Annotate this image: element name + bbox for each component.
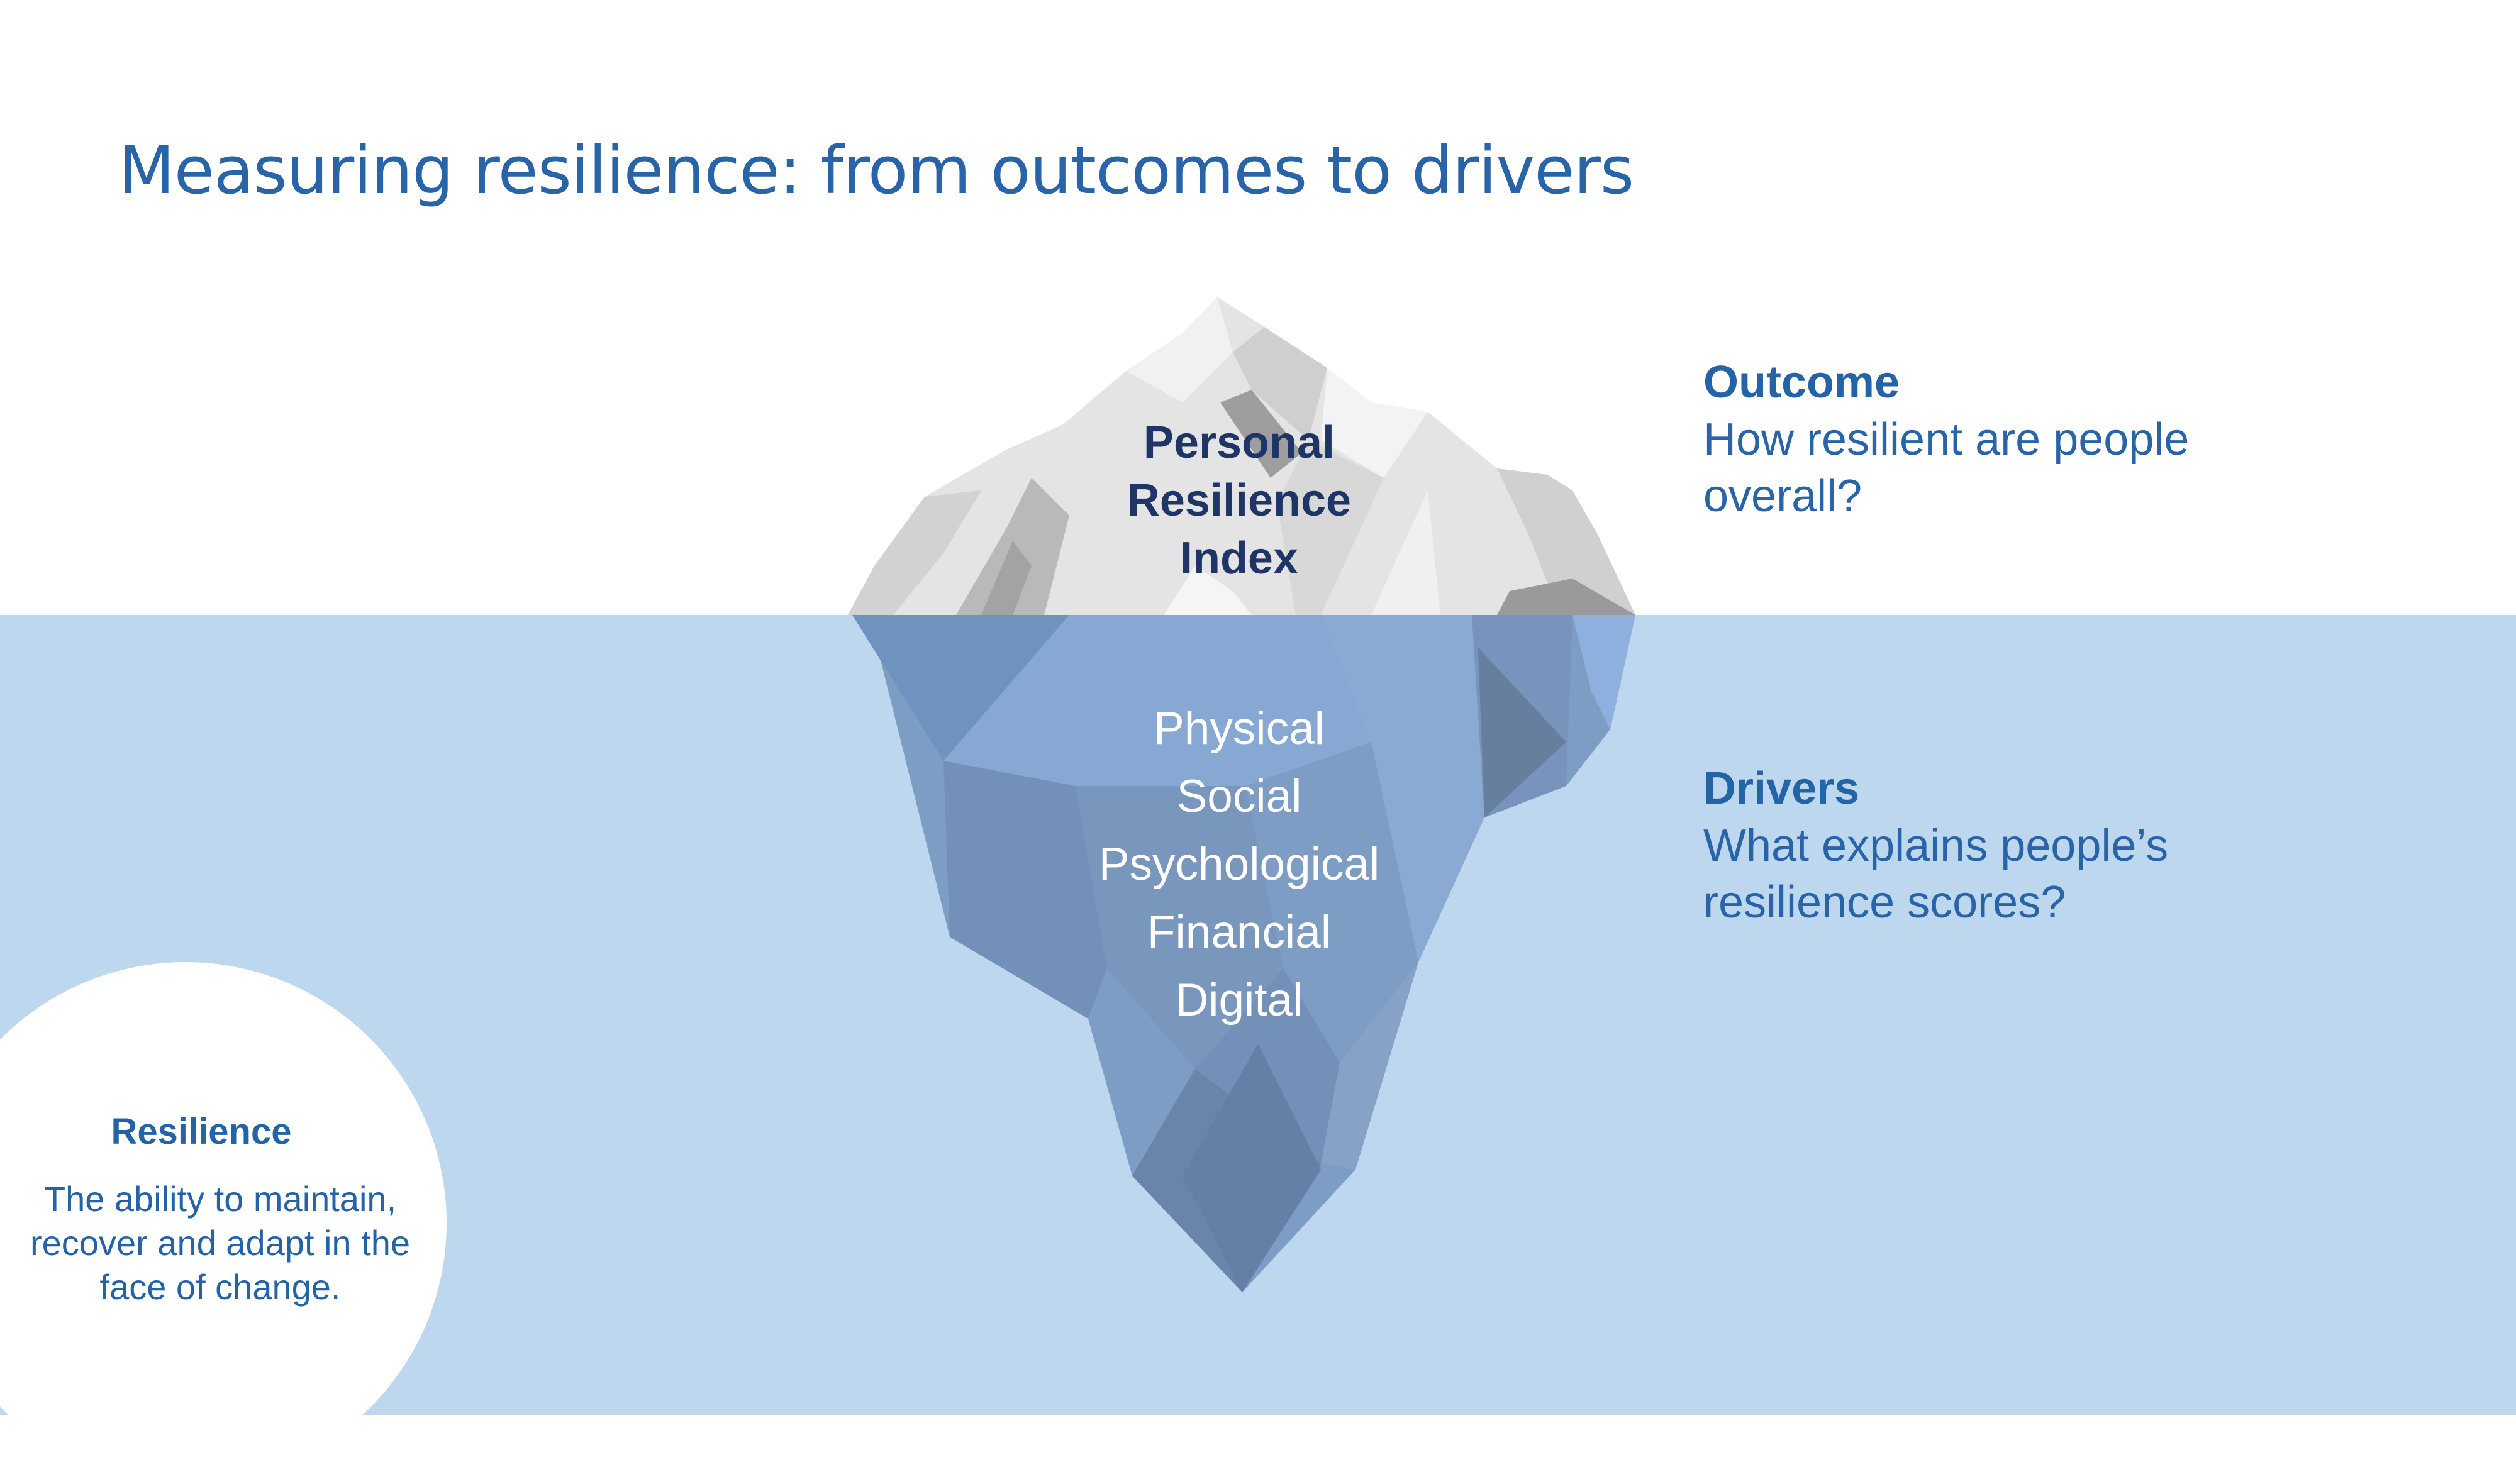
definition-line: The ability to maintain, bbox=[43, 1179, 397, 1219]
definition-text: The ability to maintain, recover and ada… bbox=[6, 1177, 434, 1309]
definition-circle bbox=[0, 962, 447, 1484]
outcome-block: Outcome How resilient are people overall… bbox=[1703, 353, 2395, 524]
outcome-question-line: How resilient are people bbox=[1703, 414, 2190, 465]
drivers-question-line: What explains people’s bbox=[1703, 821, 2169, 871]
definition-line: face of change. bbox=[99, 1267, 341, 1307]
definition-heading: Resilience bbox=[111, 1111, 292, 1152]
iceberg-underwater bbox=[852, 615, 1635, 1292]
drivers-list: Physical Social Psychological Financial … bbox=[1044, 695, 1434, 1034]
index-label-line: Resilience bbox=[1127, 475, 1352, 526]
iceberg-illustration bbox=[848, 297, 1635, 1292]
iceberg-tip bbox=[848, 297, 1635, 615]
outcome-question-line: overall? bbox=[1703, 471, 1862, 521]
index-label-line: Index bbox=[1179, 533, 1299, 584]
index-label-line: Personal bbox=[1143, 418, 1335, 468]
slide-title: Measuring resilience: from outcomes to d… bbox=[118, 131, 1634, 209]
driver-item-physical: Physical bbox=[1154, 703, 1325, 754]
outcome-heading: Outcome bbox=[1703, 357, 1900, 407]
personal-resilience-index-label: Personal Resilience Index bbox=[1069, 414, 1409, 587]
driver-item-social: Social bbox=[1176, 771, 1302, 822]
driver-item-financial: Financial bbox=[1147, 907, 1332, 958]
driver-item-digital: Digital bbox=[1175, 975, 1303, 1026]
definition-line: recover and adapt in the bbox=[30, 1223, 410, 1263]
drivers-block: Drivers What explains people’s resilienc… bbox=[1703, 760, 2395, 931]
drivers-heading: Drivers bbox=[1703, 763, 1860, 814]
drivers-question-line: resilience scores? bbox=[1703, 877, 2066, 928]
driver-item-psychological: Psychological bbox=[1098, 839, 1380, 890]
